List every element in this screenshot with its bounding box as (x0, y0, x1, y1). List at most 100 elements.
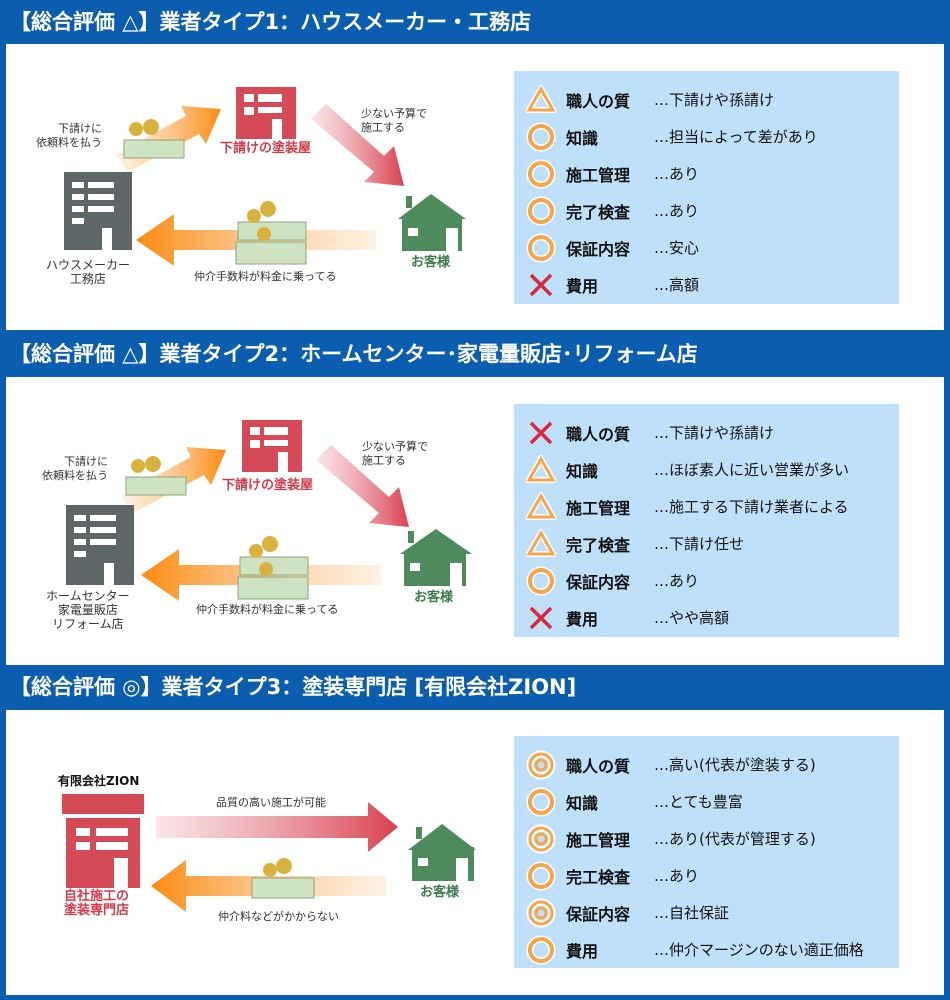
rating-label: 施工管理 (566, 830, 631, 850)
rating-row: 保証内容…あり (526, 562, 899, 599)
rating-label: 職人の質 (566, 756, 631, 776)
rating-label: 完了検査 (566, 535, 631, 555)
building-gray-icon (64, 172, 132, 250)
rating-value: …高額 (654, 276, 700, 294)
triangle-icon (526, 454, 556, 483)
rating-value: …施工する下請け業者による (654, 498, 849, 516)
rating-row: 施工管理 …あり (526, 155, 899, 192)
fee-label: 仲介手数料が料金に乗ってる (196, 603, 339, 616)
rating-row: 知識…ほぼ素人に近い営業が多い (526, 451, 899, 488)
rating-row: 職人の質 …下請けや孫請け (526, 81, 899, 118)
section-2-panel: 下請けに 依頼料を払う 下請けの塗装屋 少ない予算で 施工する お客様 仲介手数… (6, 377, 944, 665)
section-3-title: 【総合評価 ◎】業者タイプ3：塗装専門店 [有限会社ZION] (10, 675, 577, 699)
circle-icon (526, 196, 556, 225)
budget-label: 少ない予算で 施工する (361, 107, 427, 134)
section-2-title: 【総合評価 △】業者タイプ2：ホームセンター･家電量販店･リフォーム店 (10, 342, 698, 366)
rating-row: 知識…とても豊富 (526, 783, 899, 820)
rating-row: 施工管理 …施工する下請け業者による (526, 488, 899, 525)
rating-label: 施工管理 (566, 498, 631, 518)
diagram-graphics (62, 794, 476, 912)
rating-row: 知識…担当によって差があり (526, 118, 899, 155)
rating-value: …やや高額 (654, 609, 730, 627)
triangle-icon (526, 84, 556, 113)
rating-label: 知識 (566, 461, 599, 481)
subcontractor-label: 下請けの塗装屋 (220, 141, 312, 156)
rating-label: 費用 (566, 941, 599, 961)
company-label: 自社施工の 塗装専門店 (64, 889, 130, 918)
budget-label: 少ない予算で 施工する (362, 440, 428, 467)
rating-label: 知識 (566, 128, 599, 148)
pay-label: 下請けに 依頼料を払う (42, 455, 108, 482)
quality-label: 品質の高い施工が可能 (216, 796, 326, 809)
rating-row: 完了検査 …下請け任せ (526, 525, 899, 562)
rating-row: 施工管理 …あり(代表が管理する) (526, 820, 899, 857)
rating-row: 職人の質 …下請けや孫請け (526, 414, 899, 451)
customer-label: お客様 (411, 255, 451, 270)
fee-label: 仲介料などがかからない (218, 910, 339, 923)
rating-label: 施工管理 (566, 165, 631, 185)
house-icon (398, 194, 466, 251)
company-name: 有限会社ZION (58, 774, 140, 788)
ratings-list: 職人の質 …下請けや孫請け 知識…担当によって差があり 施工管理 …あり 完了検査 …… (514, 71, 899, 304)
section-1-panel: 下請けに 依頼料を払う 下請けの塗装屋 少ない予算で 施工する お客様 仲介手数… (6, 44, 944, 330)
rating-label: 職人の質 (566, 424, 631, 444)
diagram-graphics (66, 420, 472, 601)
customer-label: お客様 (420, 885, 460, 900)
circle-icon (526, 122, 556, 151)
rating-row: 完工検査 …あり (526, 857, 899, 894)
rating-row: 完了検査 …あり (526, 192, 899, 229)
ratings-list: 職人の質 …下請けや孫請け 知識…ほぼ素人に近い営業が多い 施工管理 …施工する下請… (514, 404, 899, 637)
house-icon (408, 824, 476, 881)
section-1-title: 【総合評価 △】業者タイプ1：ハウスメーカー・工務店 (10, 10, 532, 34)
double-circle-icon (526, 824, 556, 853)
pay-label: 下請けに 依頼料を払う (36, 122, 102, 149)
build-arrow (316, 445, 409, 527)
pay-arrow (116, 106, 221, 172)
rating-label: 完了検査 (566, 202, 631, 222)
rating-label: 完工検査 (566, 867, 631, 887)
building-red-icon (236, 87, 296, 139)
building-gray-icon (66, 505, 134, 585)
rating-row: 費用…やや高額 (526, 599, 899, 636)
rating-value: …あり (654, 867, 700, 885)
rating-value: …自社保証 (654, 904, 730, 922)
double-circle-icon (526, 898, 556, 927)
rating-value: …高い(代表が塗装する) (654, 756, 816, 774)
rating-label: 職人の質 (566, 91, 631, 111)
rating-value: …あり(代表が管理する) (654, 830, 816, 848)
customer-label: お客様 (414, 590, 454, 605)
rating-row: 保証内容…安心 (526, 229, 899, 266)
subcontractor-label: 下請けの塗装屋 (222, 478, 314, 493)
company-label: ホームセンター 家電量販店 リフォーム店 (46, 589, 130, 631)
quality-arrow (156, 802, 398, 852)
rating-value: …下請けや孫請け (654, 424, 775, 442)
rating-label: 保証内容 (566, 904, 631, 924)
circle-icon (526, 566, 556, 595)
rating-row: 費用 …高額 (526, 266, 899, 303)
money-icon (251, 858, 315, 899)
double-circle-icon (526, 750, 556, 779)
triangle-icon (526, 528, 556, 557)
fee-label: 仲介手数料が料金に乗ってる (194, 270, 337, 283)
flow-diagram: 有限会社ZION 品質の高い施工が可能 お客様 仲介料などがかからない 自社施工… (6, 710, 506, 996)
rating-value: …下請けや孫請け (654, 91, 775, 109)
money-icon (123, 119, 185, 159)
rating-value: …あり (654, 202, 700, 220)
rating-row: 職人の質 …高い(代表が塗装する) (526, 746, 899, 783)
circle-icon (526, 935, 556, 964)
rating-value: …あり (654, 165, 700, 183)
rating-row: 費用 …仲介マージンのない適正価格 (526, 931, 899, 968)
rating-label: 保証内容 (566, 572, 631, 592)
rating-label: 費用 (566, 276, 599, 296)
circle-icon (526, 233, 556, 262)
diagram-graphics (64, 87, 466, 266)
section-3-panel: 有限会社ZION 品質の高い施工が可能 お客様 仲介料などがかからない 自社施工… (6, 710, 944, 995)
rating-value: …仲介マージンのない適正価格 (654, 941, 864, 959)
rating-label: 知識 (566, 793, 599, 813)
cross-icon (529, 421, 553, 444)
rating-value: …下請け任せ (654, 535, 745, 553)
flow-diagram: 下請けに 依頼料を払う 下請けの塗装屋 少ない予算で 施工する お客様 仲介手数… (6, 377, 506, 663)
build-arrow (311, 104, 404, 186)
flow-diagram: 下請けに 依頼料を払う 下請けの塗装屋 少ない予算で 施工する お客様 仲介手数… (6, 44, 506, 330)
building-red-icon (242, 420, 302, 472)
